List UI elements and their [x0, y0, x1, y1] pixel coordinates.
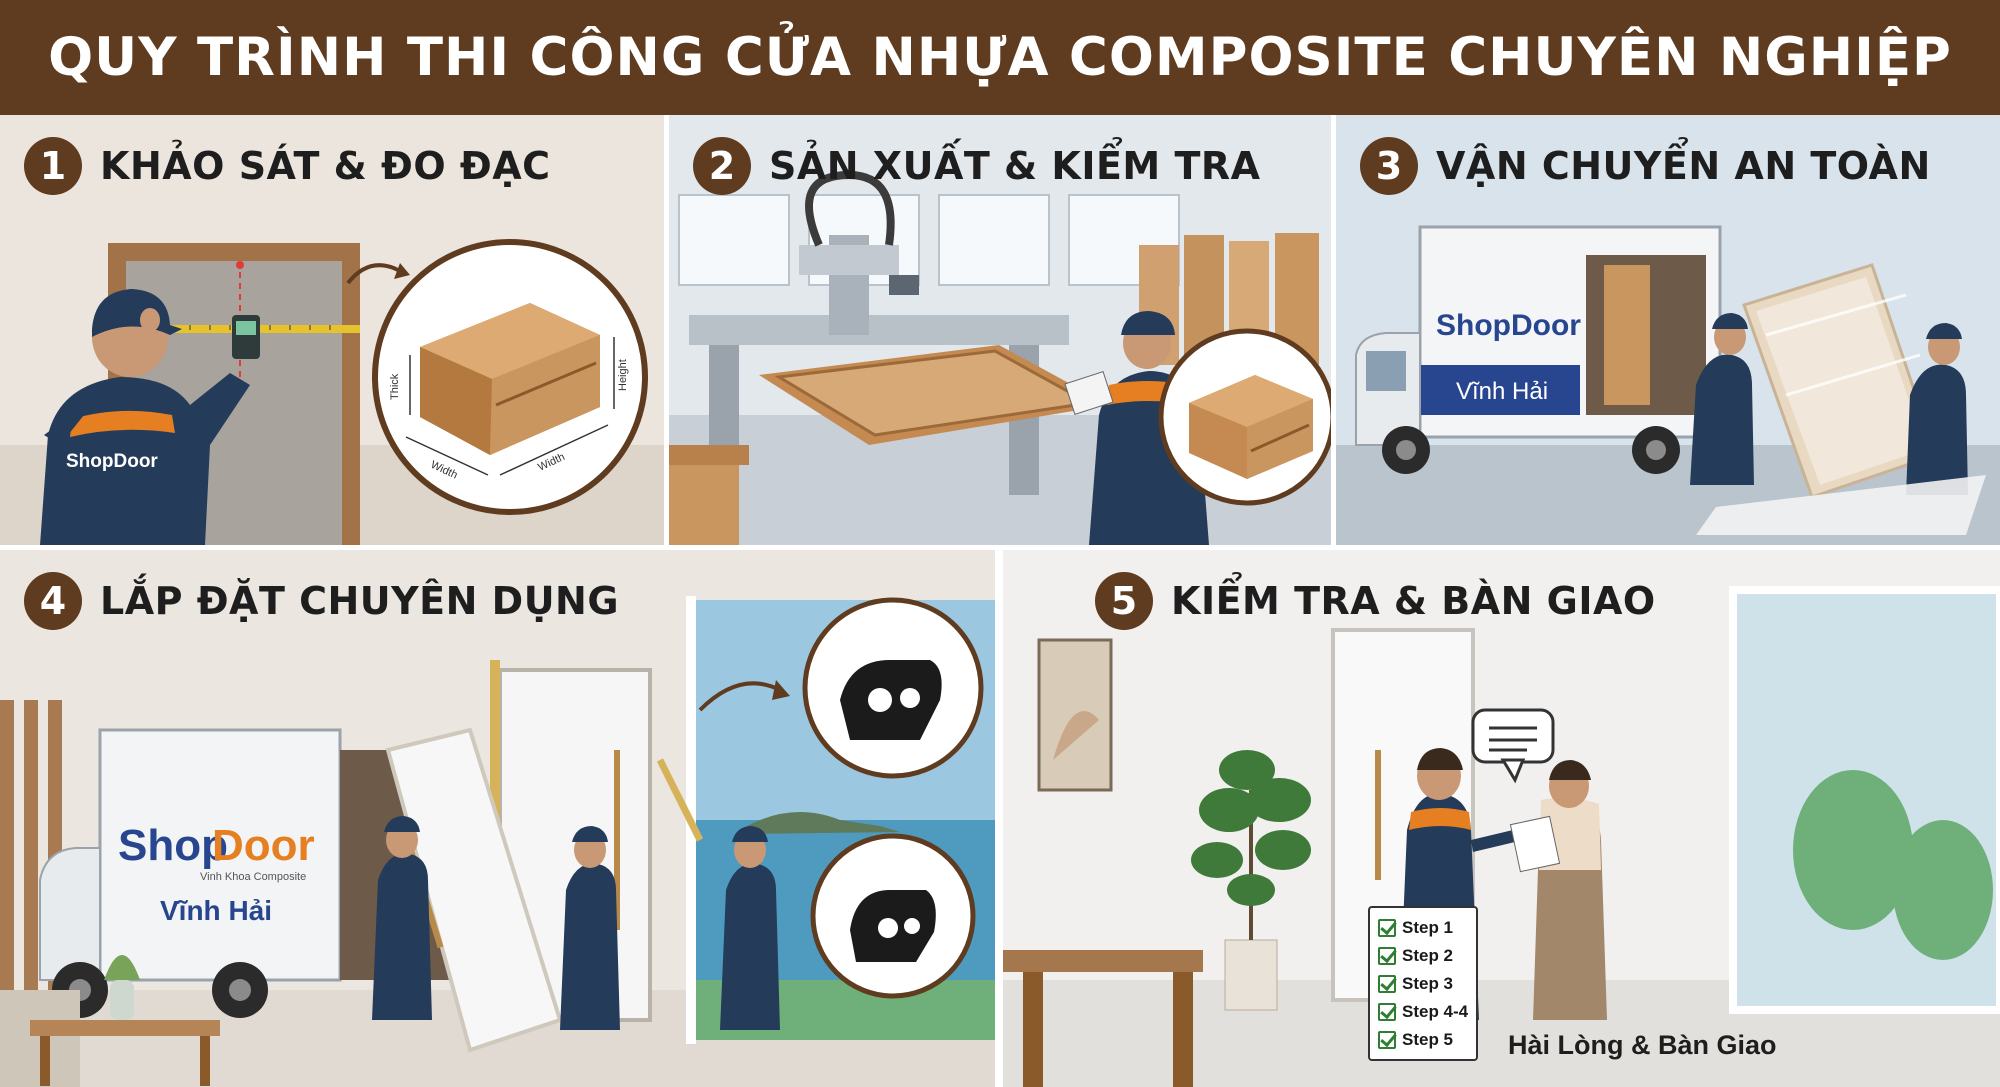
- checklist-item-label: Step 4-4: [1402, 1002, 1469, 1021]
- dim-height-label: Height: [617, 359, 629, 391]
- checkbox-checked-icon: [1378, 947, 1396, 965]
- header-banner: QUY TRÌNH THI CÔNG CỬA NHỰA COMPOSITE CH…: [0, 0, 2000, 115]
- truck-location-text: Vĩnh Hải: [1456, 378, 1548, 405]
- checkbox-checked-icon: [1378, 919, 1396, 937]
- truck-subtitle: Vinh Khoa Composite: [200, 871, 306, 883]
- step-1-title: KHẢO SÁT & ĐO ĐẠC: [100, 144, 551, 188]
- step-1-badge: 1: [24, 137, 82, 195]
- truck-location-text-4: Vĩnh Hải: [160, 895, 272, 926]
- panel-step-1: ShopDoor Thick Height Width Width 1 KHẢO…: [0, 115, 664, 545]
- panel-step-3: ShopDoor Vĩnh Hải 3 VẬN CHUYỂN A: [1336, 115, 2000, 545]
- step-2-heading: 2 SẢN XUẤT & KIỂM TRA: [693, 137, 1261, 195]
- checklist-item-label: Step 1: [1402, 918, 1454, 937]
- panel-step-4: Shop Door Vinh Khoa Composite Vĩnh Hải: [0, 550, 995, 1087]
- scene-inspection-handover: [1003, 550, 2000, 1087]
- checklist-item-label: Step 5: [1402, 1030, 1454, 1049]
- checklist-item-label: Step 2: [1402, 946, 1454, 965]
- step-4-title: LẮP ĐẶT CHUYÊN DỤNG: [100, 579, 620, 623]
- scene-installation: Shop Door Vinh Khoa Composite Vĩnh Hải: [0, 550, 995, 1087]
- panel-step-2: 2 SẢN XUẤT & KIỂM TRA: [669, 115, 1331, 545]
- page-title: QUY TRÌNH THI CÔNG CỬA NHỰA COMPOSITE CH…: [48, 27, 1952, 88]
- step-5-heading: 5 KIỂM TRA & BÀN GIAO: [1095, 572, 1656, 630]
- handover-caption: Hài Lòng & Bàn Giao: [1508, 1030, 1777, 1060]
- checklist-item: Step 2: [1378, 942, 1468, 970]
- checklist-item: Step 3: [1378, 970, 1468, 998]
- scene-safe-transport: ShopDoor Vĩnh Hải: [1336, 115, 2000, 545]
- truck-brand-shop: Shop: [118, 821, 228, 870]
- scene-survey-measure: ShopDoor Thick Height Width Width: [0, 115, 664, 545]
- checklist-item: Step 4-4: [1378, 998, 1468, 1026]
- truck-brand-text: ShopDoor: [1436, 309, 1581, 342]
- step-4-badge: 4: [24, 572, 82, 630]
- checklist-item: Step 5: [1378, 1026, 1468, 1054]
- checkbox-checked-icon: [1378, 1031, 1396, 1049]
- step-5-badge: 5: [1095, 572, 1153, 630]
- dim-thick-label: Thick: [389, 373, 401, 400]
- step-2-badge: 2: [693, 137, 751, 195]
- step-4-heading: 4 LẮP ĐẶT CHUYÊN DỤNG: [24, 572, 619, 630]
- step-5-title: KIỂM TRA & BÀN GIAO: [1171, 579, 1656, 623]
- truck-brand-door: Door: [212, 821, 315, 870]
- checklist-item: Step 1: [1378, 914, 1468, 942]
- step-3-title: VẬN CHUYỂN AN TOÀN: [1436, 144, 1931, 188]
- panel-step-5: 5 KIỂM TRA & BÀN GIAO: [1003, 550, 2000, 1087]
- step-3-heading: 3 VẬN CHUYỂN AN TOÀN: [1360, 137, 1931, 195]
- checkbox-checked-icon: [1378, 1003, 1396, 1021]
- step-1-heading: 1 KHẢO SÁT & ĐO ĐẠC: [24, 137, 551, 195]
- checklist-item-label: Step 3: [1402, 974, 1454, 993]
- checkbox-checked-icon: [1378, 975, 1396, 993]
- scene-production-check: [669, 115, 1331, 545]
- checklist-card: Step 1 Step 2 Step 3 Step 4-4 Step 5: [1368, 906, 1478, 1061]
- shirt-brand-text: ShopDoor: [66, 451, 158, 472]
- step-3-badge: 3: [1360, 137, 1418, 195]
- step-2-title: SẢN XUẤT & KIỂM TRA: [769, 144, 1261, 188]
